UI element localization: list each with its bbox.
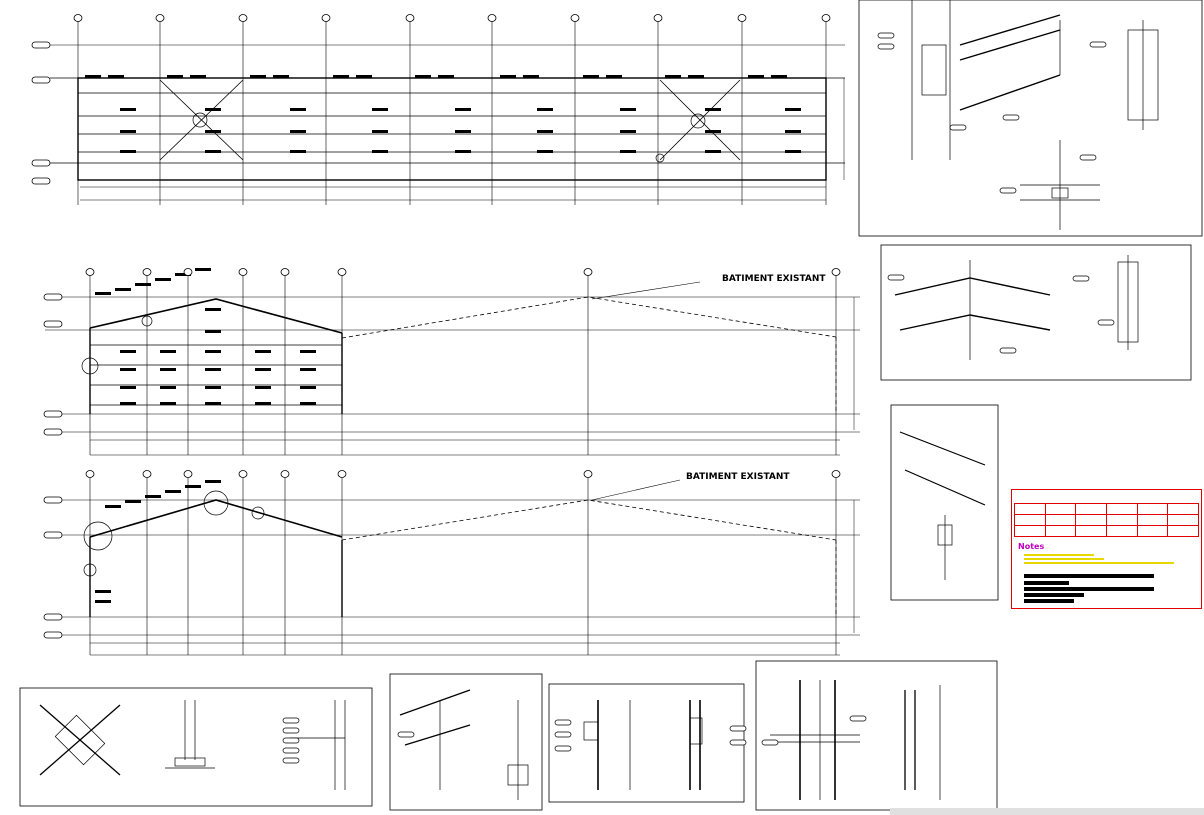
note-line: [1024, 554, 1094, 556]
detail-panel-g: [389, 673, 543, 811]
detail-panel-c: [880, 244, 1192, 381]
detail-panel-h: [548, 683, 745, 803]
detail-panel-f: [890, 404, 999, 601]
front-elevation-view: [45, 275, 860, 456]
legend-box: Notes: [1011, 489, 1202, 609]
note-bar: [1024, 599, 1074, 603]
notes-title: Notes: [1018, 542, 1045, 551]
note-bar: [1024, 593, 1084, 597]
dimension-tags: [85, 75, 801, 603]
note-line: [1024, 558, 1104, 560]
existing-building-label-2: BATIMENT EXISTANT: [686, 472, 790, 482]
roof-plan-view: [50, 20, 845, 205]
legend-table: [1014, 503, 1199, 537]
note-line: [1024, 562, 1174, 564]
note-bar: [1024, 581, 1069, 585]
detail-panel-ijk: [19, 687, 373, 807]
detail-panel-b: [858, 0, 1203, 237]
rear-elevation-view: [45, 478, 860, 656]
axis-bubbles: [31, 14, 1115, 764]
existing-building-label-1: BATIMENT EXISTANT: [722, 274, 826, 284]
note-bar: [1024, 587, 1154, 591]
detail-panel-i: [755, 660, 998, 811]
note-bar: [1024, 574, 1154, 578]
